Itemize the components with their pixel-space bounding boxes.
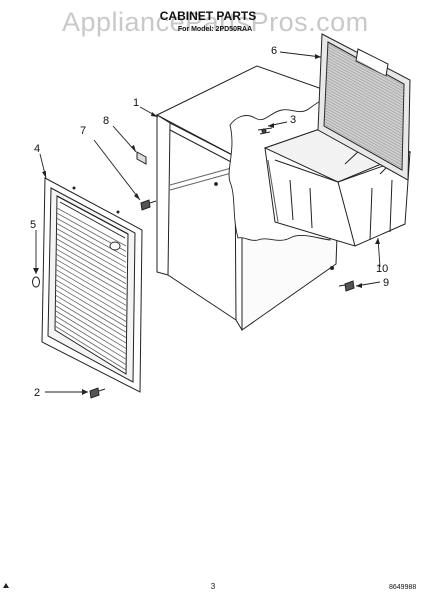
filter-mesh-line <box>324 115 403 160</box>
diagram-title: CABINET PARTS <box>160 9 256 23</box>
grille-louver <box>56 228 127 268</box>
grille-louver <box>56 238 127 279</box>
filter-mesh-line <box>325 96 403 140</box>
filter-mesh-line <box>327 46 405 90</box>
filter-mesh-line <box>325 85 404 129</box>
filter-mesh-line <box>324 107 403 152</box>
grille-louver <box>55 300 127 344</box>
callout-8: 8 <box>103 115 109 127</box>
callout-7: 7 <box>80 125 86 137</box>
filter-mesh-line <box>323 123 403 169</box>
filter-mesh-line <box>324 101 403 146</box>
grille-louver <box>55 289 127 333</box>
filter-mesh-line <box>327 43 405 87</box>
grille-louver <box>56 233 127 274</box>
diagram-subtitle: For Model: 2PD50RAA <box>178 26 252 33</box>
grille-louver <box>55 269 127 312</box>
grille-louver <box>55 294 127 338</box>
filter-mesh-line <box>326 74 404 118</box>
filter-mesh-lines <box>323 43 405 169</box>
page-number: 3 <box>211 582 216 591</box>
grille-louver <box>56 248 127 290</box>
filter-mesh-line <box>325 90 403 135</box>
grille-louver <box>56 223 127 263</box>
filter-mesh-line <box>326 63 404 107</box>
filter-mesh-line <box>324 121 403 166</box>
grille-screw-hole <box>116 210 120 214</box>
grille-louver <box>54 320 127 365</box>
callout-3: 3 <box>290 114 296 126</box>
callout-9: 9 <box>383 277 389 289</box>
grille-louver <box>55 305 127 349</box>
grille-louver <box>56 207 127 247</box>
filter-mesh-line <box>324 112 403 157</box>
filter-mesh-line <box>327 52 404 95</box>
part-code: 8649988 <box>389 584 416 591</box>
watermark-text: AppliancePartsPros.com <box>62 7 369 37</box>
leader-arrowheads <box>33 54 380 395</box>
filter-mesh-line <box>326 79 404 123</box>
callout-2: 2 <box>34 387 40 399</box>
grille-knob-opening <box>109 241 121 251</box>
filter-mesh-line <box>327 57 404 101</box>
callout-10: 10 <box>376 263 388 275</box>
filter-mesh-line <box>325 87 404 132</box>
grille-louver <box>56 253 127 295</box>
grille-louver <box>56 243 127 285</box>
filter-mesh-line <box>326 65 404 109</box>
filter-mesh-line <box>325 82 404 126</box>
pin-part-3 <box>257 127 273 135</box>
filter-mesh-line <box>327 54 404 98</box>
screw-part-7 <box>140 199 157 211</box>
grille-louver <box>55 284 127 328</box>
filter-mesh-line <box>324 109 403 155</box>
filter-mesh-line <box>326 76 404 121</box>
grille-louver <box>54 325 127 371</box>
bumper-block <box>136 151 147 165</box>
grille-louver <box>55 264 127 306</box>
filter-mesh-line <box>324 118 403 163</box>
filter-mesh-line <box>325 98 403 143</box>
grille-louver <box>55 279 127 322</box>
screw-part-2 <box>89 387 106 399</box>
callout-4: 4 <box>34 143 40 155</box>
filter-mesh-line <box>327 49 404 92</box>
corner-mark <box>3 583 9 588</box>
callout-5: 5 <box>30 219 36 231</box>
callout-1: 1 <box>133 97 139 109</box>
grille-louvers <box>54 207 127 371</box>
filter-mesh-line <box>326 68 404 112</box>
screw-part-9 <box>338 280 355 292</box>
filter-mesh-line <box>325 93 403 138</box>
grille-louver <box>55 274 127 317</box>
grille-louver <box>55 258 127 301</box>
filter-mesh-line <box>326 71 404 115</box>
grille-screw-hole <box>72 186 76 190</box>
filter-mesh-line <box>324 104 403 149</box>
callout-6: 6 <box>271 45 277 57</box>
grille-louver <box>55 310 127 355</box>
grille-louver <box>54 315 127 360</box>
filter-mesh-line <box>327 60 404 104</box>
knob-part <box>32 276 40 288</box>
